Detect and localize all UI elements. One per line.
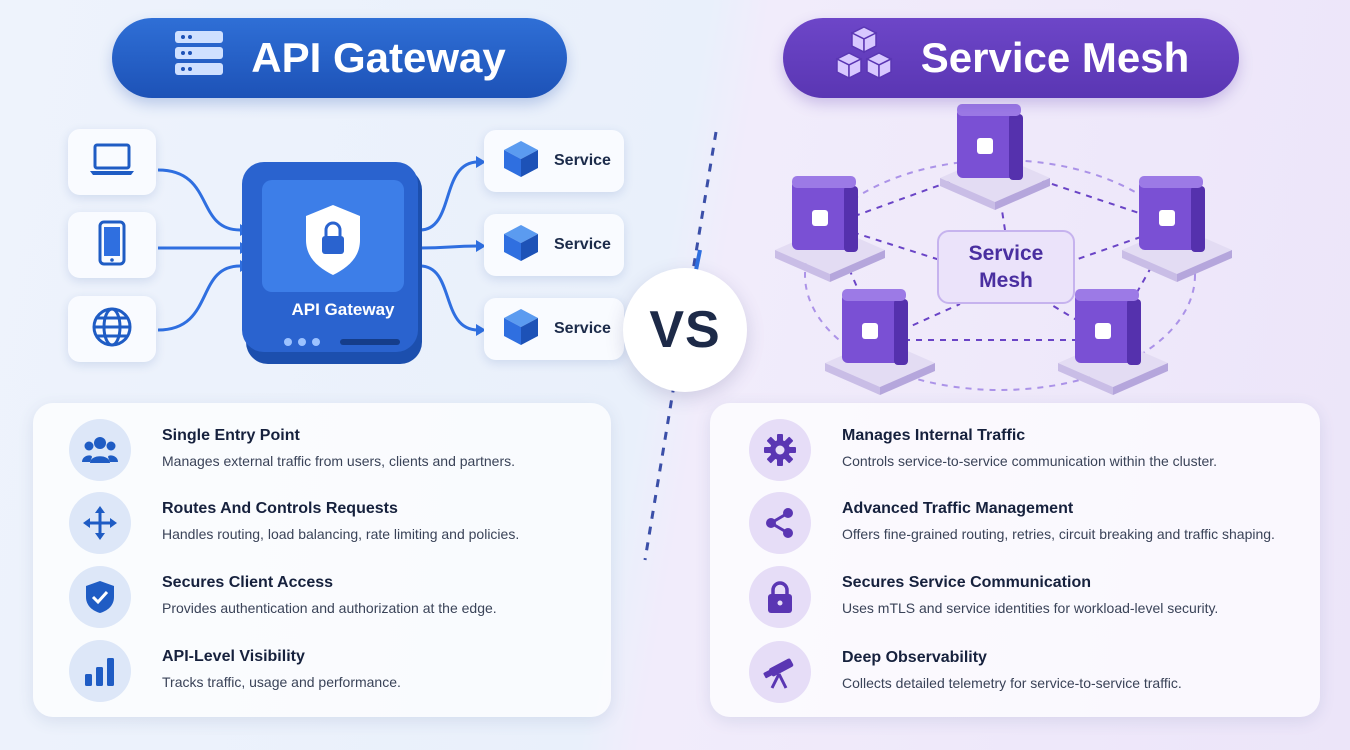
mesh-nodes bbox=[775, 104, 1232, 395]
cube-icon bbox=[500, 138, 542, 185]
feature-title: Secures Service Communication bbox=[842, 574, 1091, 591]
lock-icon bbox=[322, 236, 344, 254]
globe-icon bbox=[91, 306, 133, 353]
shield-check-icon bbox=[69, 566, 131, 628]
feature-title: Single Entry Point bbox=[162, 427, 300, 444]
feature-desc: Tracks traffic, usage and performance. bbox=[162, 674, 401, 690]
client-laptop bbox=[68, 129, 156, 195]
vs-badge: VS bbox=[623, 268, 747, 392]
feature-desc: Manages external traffic from users, cli… bbox=[162, 453, 516, 469]
bar-chart-icon bbox=[69, 640, 131, 702]
api-gateway-features-panel: Single Entry Point Manages external traf… bbox=[33, 403, 611, 717]
lock-icon bbox=[749, 566, 811, 628]
feature-title: Advanced Traffic Management bbox=[842, 500, 1074, 517]
users-icon bbox=[69, 419, 131, 481]
service-mesh-title: Service Mesh bbox=[783, 18, 1239, 98]
mesh-node-2 bbox=[775, 176, 885, 282]
telescope-icon bbox=[749, 641, 811, 703]
client-smartphone bbox=[68, 212, 156, 278]
service-label-3: Service bbox=[554, 320, 611, 337]
smartphone-icon bbox=[97, 220, 127, 271]
server-icon bbox=[173, 29, 225, 87]
share-icon bbox=[749, 492, 811, 554]
mesh-node-3 bbox=[1122, 176, 1232, 282]
mesh-label-line2: Mesh bbox=[979, 269, 1033, 292]
gateway-label: API Gateway bbox=[291, 300, 395, 319]
api-gateway-title-text: API Gateway bbox=[251, 34, 506, 81]
service-mesh-center-label: Service Mesh bbox=[937, 230, 1075, 304]
mesh-node-4 bbox=[825, 289, 935, 395]
service-label-2: Service bbox=[554, 236, 611, 253]
feature-desc: Uses mTLS and service identities for wor… bbox=[842, 600, 1219, 616]
service-label-1: Service bbox=[554, 152, 611, 169]
service-card-3: Service bbox=[484, 298, 624, 360]
feature-desc: Offers fine-grained routing, retries, ci… bbox=[842, 526, 1275, 542]
feature-title: Routes And Controls Requests bbox=[162, 500, 398, 517]
feature-desc: Controls service-to-service communicatio… bbox=[842, 453, 1218, 469]
feature-title: Secures Client Access bbox=[162, 574, 334, 591]
gateway-box bbox=[242, 162, 422, 364]
mesh-node-5 bbox=[1058, 289, 1168, 395]
routing-arrows-icon bbox=[69, 492, 131, 554]
mesh-label-line1: Service bbox=[968, 242, 1044, 265]
service-mesh-title-text: Service Mesh bbox=[920, 34, 1190, 81]
service-connectors bbox=[419, 160, 479, 332]
service-mesh-features-panel: Manages Internal Traffic Controls servic… bbox=[710, 403, 1320, 717]
feature-title: Deep Observability bbox=[842, 649, 987, 666]
api-gateway-title: API Gateway bbox=[112, 18, 567, 98]
feature-title: Manages Internal Traffic bbox=[842, 427, 1026, 444]
feature-desc: Collects detailed telemetry for service-… bbox=[842, 675, 1182, 691]
cubes-icon bbox=[833, 25, 895, 91]
service-arrowheads bbox=[476, 156, 486, 336]
service-card-1: Service bbox=[484, 130, 624, 192]
laptop-icon bbox=[88, 142, 136, 183]
feature-desc: Provides authentication and authorizatio… bbox=[162, 600, 497, 616]
client-connectors bbox=[157, 168, 241, 332]
feature-desc: Handles routing, load balancing, rate li… bbox=[162, 526, 520, 542]
service-card-2: Service bbox=[484, 214, 624, 276]
client-web bbox=[68, 296, 156, 362]
cube-icon bbox=[500, 306, 542, 353]
mesh-node-1 bbox=[940, 104, 1050, 210]
cube-icon bbox=[500, 222, 542, 269]
feature-title: API-Level Visibility bbox=[162, 648, 305, 665]
gear-icon bbox=[749, 419, 811, 481]
